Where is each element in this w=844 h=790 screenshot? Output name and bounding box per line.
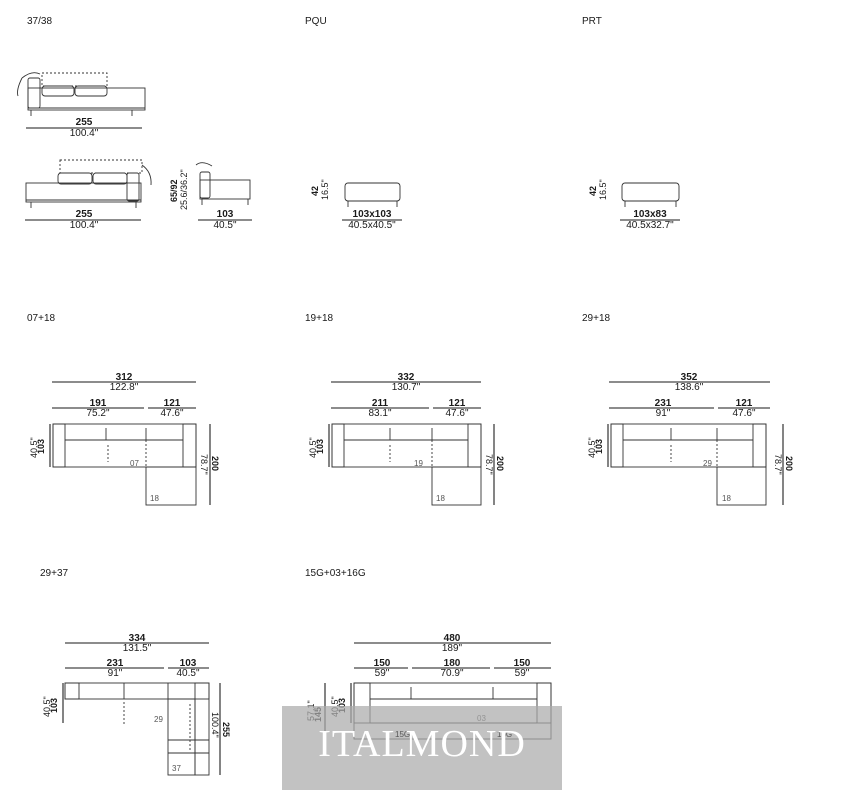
dim-prt-cm: 103x83 [633,209,667,220]
elevation-37-38-b [25,159,152,208]
dim-0718-left-cm: 191 [89,398,107,409]
dim-2918-total-cm: 352 [680,372,698,383]
dim-0718-side-in: 78.7" [199,454,209,475]
dim-pqu-in: 40.5x40.5" [348,220,396,231]
dim-2918-right-cm: 121 [735,398,753,409]
dim-prt-in: 40.5x32.7" [626,220,674,231]
plan-07-18 [52,423,197,506]
dim-0718-depth: 103 [36,439,46,454]
dim-2937-right-in: 40.5" [176,668,200,679]
dim-prt-height-in: 16.5" [598,179,608,200]
dim-1918-right-in: 47.6" [445,408,469,419]
section-title-29-18: 29+18 [582,313,611,324]
dim-1918-left-in: 83.1" [368,408,392,419]
elevation-37-38-a [17,72,146,116]
plan-29-18 [610,423,767,506]
dim-1918-right-cm: 121 [448,398,466,409]
dim-3738-side-in: 40.5" [213,220,237,231]
module-15g-c: 16G [497,730,513,739]
dim-2937-depth-in: 40.5" [42,696,52,717]
dim-0718-side: 200 [210,456,220,471]
watermark-band [282,706,562,790]
dim-2937-total-in: 131.5" [122,643,152,654]
plan-29-37 [64,682,210,776]
dim-3738-side-cm: 103 [216,209,234,220]
dim-15g-c-cm: 150 [513,658,531,669]
dim-2937-depth: 103 [49,698,59,713]
module-0718-b: 18 [150,494,159,503]
dim-1918-depth-in: 40.5" [308,437,318,458]
dim-3738-height-in: 25.6/36.2" [179,169,189,210]
dim-1918-side: 200 [495,456,505,471]
dim-3738-b-in: 100.4" [69,220,99,231]
dim-0718-depth-in: 40.5" [29,437,39,458]
dim-prt-height: 42 [588,186,598,196]
dim-1918-total-in: 130.7" [391,382,421,393]
dim-0718-right-in: 47.6" [160,408,184,419]
dim-pqu-height-in: 16.5" [320,179,330,200]
dim-0718-total-in: 122.8" [109,382,139,393]
dim-15g-a-cm: 150 [373,658,391,669]
module-2937-a: 29 [154,715,163,724]
dim-1918-depth: 103 [315,439,325,454]
dim-15g-b-cm: 180 [443,658,461,669]
dim-2937-side-in: 100.4" [210,712,220,738]
dim-2937-total-cm: 334 [128,633,146,644]
dim-15g-b-in: 70.9" [440,668,464,679]
dim-3738-a-in: 100.4" [69,128,99,139]
section-title-37-38: 37/38 [27,16,53,27]
dim-0718-total-cm: 312 [115,372,133,383]
dim-3738-b-cm: 255 [75,209,93,220]
dim-15g-total-cm: 480 [443,633,461,644]
dim-2937-side: 255 [221,722,231,737]
section-title-07-18: 07+18 [27,313,56,324]
dim-2918-depth-in: 40.5" [587,437,597,458]
section-title-19-18: 19+18 [305,313,334,324]
dim-2918-right-in: 47.6" [732,408,756,419]
dim-2937-left-in: 91" [107,668,123,679]
dim-3738-height: 65/92 [169,179,179,202]
dim-2918-side-in: 78.7" [773,454,783,475]
section-title-15g-03-16g: 15G+03+16G [305,568,366,579]
ottoman-pqu [344,182,401,207]
dim-2918-depth: 103 [594,439,604,454]
dim-15g-depth: 103 [337,698,347,713]
dim-2937-left-cm: 231 [106,658,124,669]
dim-pqu-cm: 103x103 [352,209,392,220]
module-2918-a: 29 [703,459,712,468]
dim-15g-a-in: 59" [374,668,390,679]
section-title-pqu: PQU [305,16,327,27]
dim-2937-right-cm: 103 [179,658,197,669]
module-1918-b: 18 [436,494,445,503]
dim-1918-total-cm: 332 [397,372,415,383]
dim-2918-total-in: 138.6" [674,382,704,393]
section-title-prt: PRT [582,16,602,27]
module-2937-b: 37 [172,764,181,773]
dim-1918-left-cm: 211 [371,398,389,409]
ottoman-prt [621,182,680,207]
watermark-text: ITALMOND [318,723,526,765]
dim-0718-left-in: 75.2" [86,408,110,419]
dim-1918-side-in: 78.7" [484,454,494,475]
dim-3738-a-cm: 255 [75,117,93,128]
dim-2918-left-in: 91" [655,408,671,419]
dim-pqu-height: 42 [310,186,320,196]
module-1918-a: 19 [414,459,423,468]
side-37-38 [195,162,251,205]
module-15g-a: 15G [395,730,411,739]
section-title-29-37: 29+37 [40,568,69,579]
module-2918-b: 18 [722,494,731,503]
dim-15g-c-in: 59" [514,668,530,679]
module-0718-a: 07 [130,459,139,468]
dim-2918-left-cm: 231 [654,398,672,409]
dim-15g-total-in: 189" [441,643,463,654]
dim-2918-side: 200 [784,456,794,471]
dim-0718-right-cm: 121 [163,398,181,409]
plan-19-18 [331,423,482,506]
